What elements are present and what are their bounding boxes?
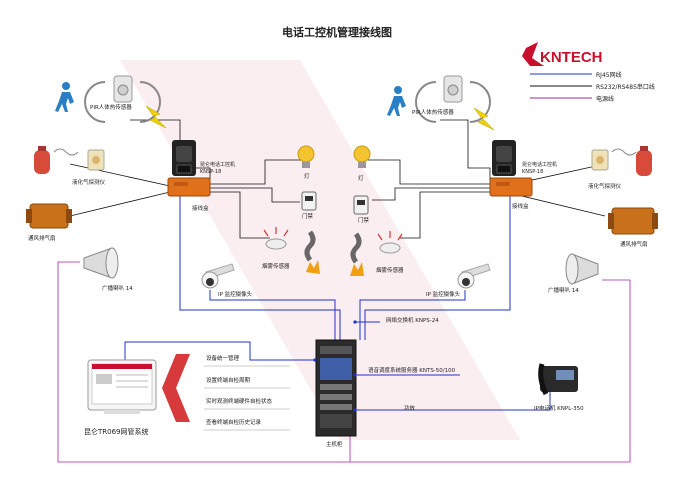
brand-logo: KNTECH [522,42,603,66]
svg-text:门禁: 门禁 [358,216,370,224]
amp-label: 功放 [404,404,416,412]
left-horn-speaker: 广播喇叭 14 [83,247,133,292]
svg-text:IP 监控摄像头: IP 监控摄像头 [426,290,461,298]
svg-text:PIR人体热传感器: PIR人体热传感器 [90,103,132,111]
svg-text:IP电话机 KNPL-350: IP电话机 KNPL-350 [534,404,584,412]
right-lightning-icon [473,107,495,131]
watermark [120,60,520,440]
svg-text:接线盒: 接线盒 [192,204,209,212]
left-gas-detector: 液化气探测仪 [34,146,106,186]
switch-label: 网络交换机 KNPS-24 [386,316,439,324]
legend-power: 电源线 [596,95,614,103]
right-smoke-sensor: 烟雾传感器 [350,231,404,276]
right-ip-camera: IP 监控摄像头 [426,263,491,298]
left-lamp: 灯 [297,145,315,180]
server-label: 语音调度系统服务器 KNTS-50/100 [368,366,456,374]
nms-func-2: 设置终端自检周期 [206,376,251,384]
svg-text:PIR人体热传感器: PIR人体热传感器 [412,108,454,116]
legend-rj45: RJ45网线 [596,71,622,79]
right-person-icon [387,86,406,116]
svg-text:灯: 灯 [358,174,364,182]
ip-phone: IP电话机 KNPL-350 [534,363,584,412]
svg-text:昆仑TR069网管系统: 昆仑TR069网管系统 [84,427,149,436]
left-person-icon [55,82,74,112]
svg-text:通风排气扇: 通风排气扇 [620,240,648,248]
right-vent-fan: 通风排气扇 [608,207,658,248]
svg-text:昆仑电话工控机: 昆仑电话工控机 [200,161,235,168]
svg-text:KNSP-18: KNSP-18 [200,169,221,175]
nms-monitor: 昆仑TR069网管系统 [84,359,157,436]
right-gas-detector: 液化气探测仪 [588,146,652,190]
right-phone-cabinet: 昆仑电话工控机 KNSP-18 [492,140,557,176]
left-pir-sensor: PIR人体热传感器 [84,75,161,123]
right-junction-box: 接线盒 [489,177,533,210]
wires [57,119,631,463]
right-lamp: 灯 [353,145,371,182]
right-pir-sensor: PIR人体热传感器 [412,75,491,123]
left-door-access: 门禁 [301,191,317,220]
right-horn-speaker: 广播喇叭 14 [548,253,599,294]
svg-text:昆仑电话工控机: 昆仑电话工控机 [522,161,557,168]
left-vent-fan: 通风排气扇 [26,203,72,242]
svg-text:液化气探测仪: 液化气探测仪 [588,182,622,190]
nms-func-4: 查看终端自检历史记录 [206,418,262,426]
svg-text:接线盒: 接线盒 [512,202,529,210]
host-cabinet: 主机柜 [315,339,357,448]
legend-serial: RS232/RS485串口线 [596,83,655,91]
left-smoke-sensor: 烟雾传感器 [262,227,320,274]
svg-text:门禁: 门禁 [302,212,314,220]
svg-text:烟雾传感器: 烟雾传感器 [262,262,290,270]
nms-functions: 设备统一管理 设置终端自检周期 实时观测终端硬件自检状态 查看终端自检历史记录 [204,354,290,431]
left-lightning-icon [145,105,167,129]
svg-text:广播喇叭 14: 广播喇叭 14 [102,284,133,292]
svg-text:KNTECH: KNTECH [540,49,603,66]
svg-text:灯: 灯 [304,172,310,180]
svg-text:烟雾传感器: 烟雾传感器 [376,266,404,274]
nms-func-3: 实时观测终端硬件自检状态 [206,397,273,405]
left-phone-cabinet: 昆仑电话工控机 KNSP-18 [172,140,235,176]
legend: RJ45网线 RS232/RS485串口线 电源线 [530,71,655,103]
svg-text:主机柜: 主机柜 [326,440,343,448]
left-ip-camera: IP 监控摄像头 [201,263,253,298]
svg-text:KNSP-18: KNSP-18 [522,169,543,175]
right-door-access: 门禁 [353,195,370,224]
svg-text:通风排气扇: 通风排气扇 [28,234,56,242]
svg-text:广播喇叭 14: 广播喇叭 14 [548,286,579,294]
nms-arrow [162,354,190,422]
left-junction-box: 接线盒 [167,177,211,212]
page-title: 电话工控机管理接线图 [282,25,392,39]
nms-func-1: 设备统一管理 [206,354,240,362]
connector-dots [313,320,357,412]
svg-text:IP 监控摄像头: IP 监控摄像头 [218,290,253,298]
svg-text:液化气探测仪: 液化气探测仪 [72,178,106,186]
